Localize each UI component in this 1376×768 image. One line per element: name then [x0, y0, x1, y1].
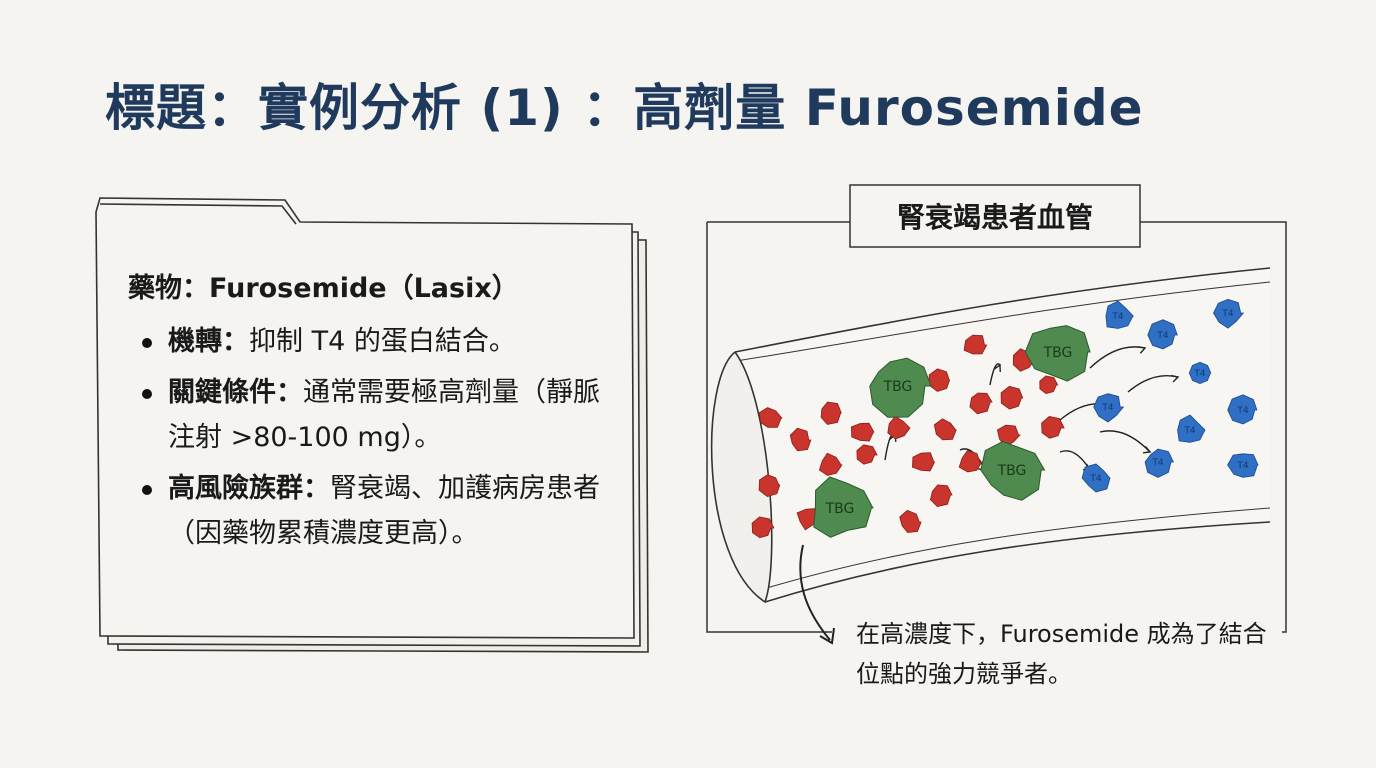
- folder-panel: [95, 197, 649, 653]
- furosemide-molecule: [751, 516, 775, 539]
- furosemide-molecule: [758, 474, 781, 498]
- drug-info-panel: 藥物：Furosemide（Lasix） 機轉：抑制 T4 的蛋白結合。 關鍵條…: [128, 266, 608, 562]
- bullet-text: 通常需要極高劑量（靜脈注射 >80-100 mg）。: [168, 377, 600, 453]
- bullet-label: 機轉：: [168, 326, 249, 357]
- furosemide-molecule: [911, 452, 936, 472]
- t4-label: T4: [1151, 458, 1163, 468]
- arrow-head-icon: [819, 627, 835, 645]
- furosemide-molecule: [789, 427, 812, 452]
- tbg-label: TBG: [997, 463, 1027, 479]
- t4-hormone: [1227, 394, 1258, 425]
- furosemide-molecule: [820, 401, 842, 425]
- furosemide-molecule: [758, 407, 783, 428]
- page-title: 標題：實例分析 (1) ：高劑量 Furosemide: [105, 79, 1144, 137]
- t4-label: T4: [1101, 403, 1113, 413]
- t4-hormone: [1177, 414, 1206, 443]
- t4-hormone: [1144, 448, 1175, 478]
- t4-label: T4: [1089, 474, 1101, 484]
- t4-label: T4: [1183, 426, 1195, 436]
- bullet-label: 高風險族群：: [168, 473, 330, 504]
- arrow-head-icon: [1137, 346, 1147, 354]
- tbg-protein: [1024, 325, 1091, 382]
- bullet-text: 抑制 T4 的蛋白結合。: [249, 326, 516, 357]
- furosemide-molecule: [1000, 385, 1024, 410]
- furosemide-molecule: [899, 509, 922, 533]
- tbg-protein: [813, 476, 874, 538]
- tbg-label: TBG: [883, 379, 913, 395]
- bullet-text: 腎衰竭、加護病房患者（因藥物累積濃度更高）。: [168, 473, 600, 549]
- furosemide-molecule: [929, 484, 953, 508]
- t4-hormone: [1105, 300, 1135, 329]
- furosemide-molecule: [850, 422, 875, 442]
- furosemide-molecule: [1041, 415, 1065, 439]
- furosemide-molecule: [933, 418, 957, 441]
- t4-label: T4: [1111, 312, 1123, 322]
- furosemide-molecule: [928, 368, 951, 392]
- bullet-mechanism: 機轉：抑制 T4 的蛋白結合。: [128, 319, 608, 364]
- bullet-risk-group: 高風險族群：腎衰竭、加護病房患者（因藥物累積濃度更高）。: [128, 466, 608, 556]
- drug-heading: 藥物：Furosemide（Lasix）: [128, 273, 519, 304]
- t4-label: T4: [1236, 406, 1248, 416]
- t4-label: T4: [1236, 461, 1248, 471]
- tbg-protein: [980, 440, 1046, 501]
- t4-hormone: [1093, 393, 1125, 423]
- furosemide-molecule: [1039, 375, 1059, 395]
- pointer-arrow: [799, 544, 831, 641]
- bullet-key-condition: 關鍵條件：通常需要極高劑量（靜脈注射 >80-100 mg）。: [128, 370, 608, 460]
- bullet-icon: [142, 389, 152, 399]
- tbg-protein: [869, 357, 932, 418]
- tbg-label: TBG: [825, 501, 855, 517]
- furosemide-molecule: [969, 392, 993, 415]
- furosemide-molecule: [958, 450, 983, 473]
- t4-hormone: [1213, 298, 1245, 329]
- diagram-caption: 在高濃度下，Furosemide 成為了結合位點的強力競爭者。: [850, 614, 1282, 694]
- t4-label: T4: [1193, 369, 1205, 379]
- bullet-icon: [142, 338, 152, 348]
- t4-label: T4: [1221, 309, 1233, 319]
- arrow-head-icon: [1142, 446, 1152, 454]
- bullet-icon: [142, 485, 152, 495]
- flow-arrow: [989, 363, 1001, 386]
- bullet-label: 關鍵條件：: [168, 377, 303, 408]
- t4-label: T4: [1156, 331, 1168, 341]
- t4-hormone: [1188, 361, 1212, 385]
- furosemide-molecule: [963, 334, 988, 355]
- t4-hormone: [1081, 463, 1111, 493]
- diagram-label: 腎衰竭患者血管: [853, 188, 1137, 244]
- tbg-label: TBG: [1043, 345, 1073, 361]
- furosemide-molecule: [887, 415, 911, 440]
- arrow-head-icon: [993, 363, 1001, 373]
- t4-hormone: [1227, 453, 1259, 478]
- furosemide-molecule: [818, 452, 843, 476]
- arrow-head-icon: [1171, 374, 1180, 383]
- t4-hormone: [1147, 319, 1178, 350]
- furosemide-molecule: [856, 444, 878, 465]
